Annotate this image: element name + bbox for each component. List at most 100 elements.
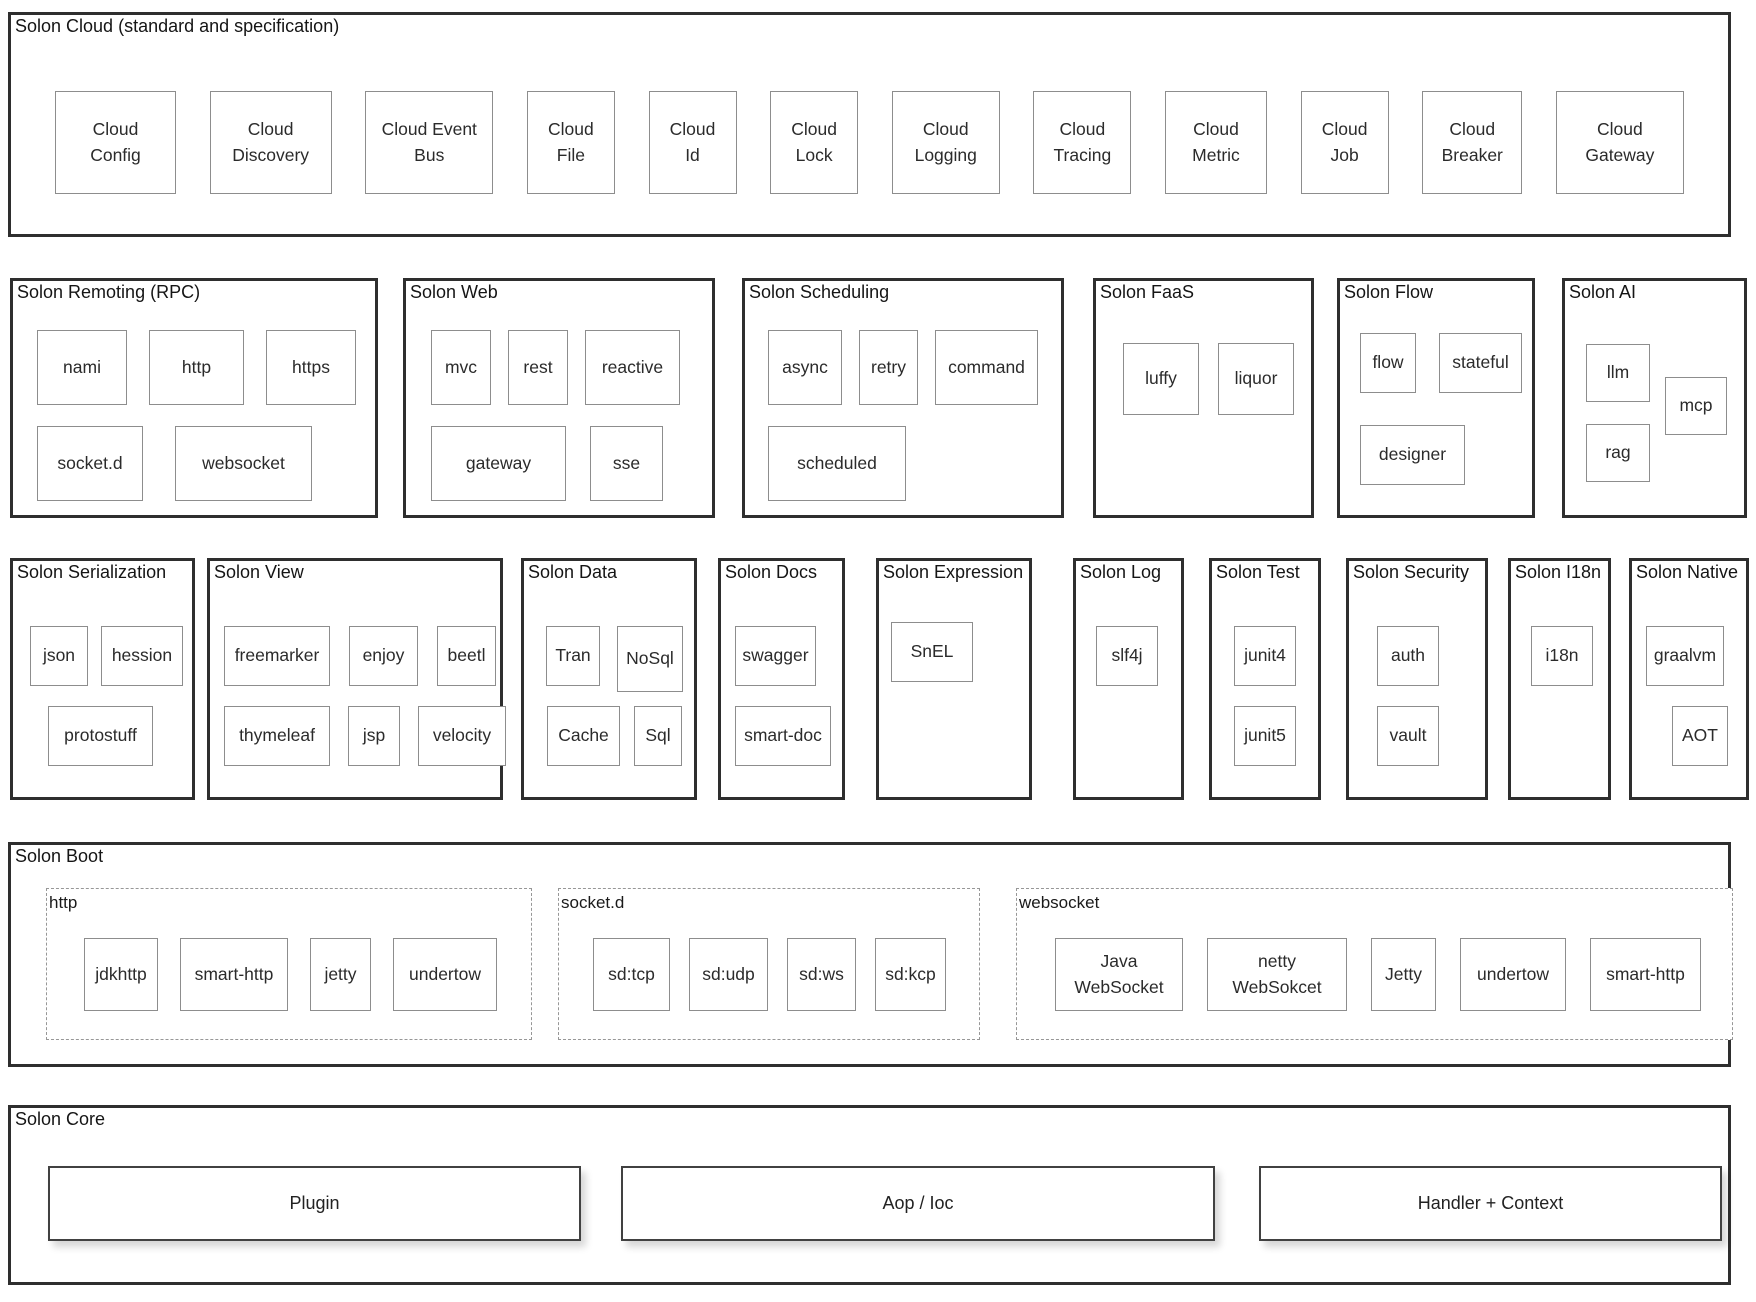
module-swagger: swagger xyxy=(735,626,816,686)
module-beetl: beetl xyxy=(437,626,496,686)
section-solon-cloud: Solon Cloud (standard and specification)… xyxy=(8,12,1731,237)
section-title: Solon Security xyxy=(1353,562,1470,582)
section-solon-web: Solon Web mvc rest reactive gateway sse xyxy=(403,278,715,518)
module-json: json xyxy=(30,626,88,686)
module-cloud-event-bus: Cloud Event Bus xyxy=(365,91,494,194)
module-thymeleaf: thymeleaf xyxy=(224,706,330,766)
boot-socketd-items: sd:tcp sd:udp sd:ws sd:kcp xyxy=(593,938,946,1011)
module-stateful: stateful xyxy=(1439,333,1522,393)
module-junit4: junit4 xyxy=(1234,626,1296,686)
section-solon-test: Solon Test junit4 junit5 xyxy=(1209,558,1321,800)
module-snel: SnEL xyxy=(891,622,973,682)
section-solon-native: Solon Native graalvm AOT xyxy=(1629,558,1749,800)
module-gateway: gateway xyxy=(431,426,566,501)
module-slf4j: slf4j xyxy=(1096,626,1158,686)
section-title: Solon Docs xyxy=(725,562,818,582)
module-scheduled: scheduled xyxy=(768,426,906,501)
module-undertow: undertow xyxy=(393,938,497,1011)
boot-group-title: http xyxy=(49,893,78,912)
module-cloud-gateway: Cloud Gateway xyxy=(1555,91,1684,194)
module-cloud-discovery: Cloud Discovery xyxy=(209,91,332,194)
module-java-websocket: Java WebSocket xyxy=(1055,938,1183,1011)
section-title: Solon FaaS xyxy=(1100,282,1195,302)
boot-websocket-items: Java WebSocket netty WebSokcet Jetty und… xyxy=(1055,938,1701,1011)
scheduling-row-1: async retry command xyxy=(768,330,1038,405)
section-solon-log: Solon Log slf4j xyxy=(1073,558,1184,800)
data-row-2: Cache Sql xyxy=(547,706,682,766)
boot-group-websocket: websocket Java WebSocket netty WebSokcet… xyxy=(1016,888,1733,1040)
module-auth: auth xyxy=(1377,626,1439,686)
section-title: Solon Scheduling xyxy=(749,282,890,302)
module-async: async xyxy=(768,330,842,405)
section-title: Solon Core xyxy=(15,1109,106,1129)
section-title: Solon I18n xyxy=(1515,562,1602,582)
boot-group-http: http jdkhttp smart-http jetty undertow xyxy=(46,888,532,1040)
module-freemarker: freemarker xyxy=(224,626,330,686)
section-solon-expression: Solon Expression SnEL xyxy=(876,558,1032,800)
view-row-2: thymeleaf jsp velocity xyxy=(224,706,506,766)
module-enjoy: enjoy xyxy=(349,626,418,686)
section-solon-docs: Solon Docs swagger smart-doc xyxy=(718,558,845,800)
module-mvc: mvc xyxy=(431,330,491,405)
boot-http-items: jdkhttp smart-http jetty undertow xyxy=(84,938,497,1011)
module-liquor: liquor xyxy=(1218,343,1294,415)
test-row-1: junit4 xyxy=(1234,626,1296,686)
module-cache: Cache xyxy=(547,706,620,766)
module-graalvm: graalvm xyxy=(1646,626,1724,686)
module-command: command xyxy=(935,330,1038,405)
boot-group-title: socket.d xyxy=(561,893,625,912)
module-velocity: velocity xyxy=(418,706,506,766)
section-title: Solon View xyxy=(214,562,304,582)
i18n-row-1: i18n xyxy=(1531,626,1593,686)
section-title: Solon Flow xyxy=(1344,282,1434,302)
module-sd-ws: sd:ws xyxy=(787,938,856,1011)
section-title: Solon Boot xyxy=(15,846,104,866)
security-row-1: auth xyxy=(1377,626,1439,686)
module-plugin: Plugin xyxy=(48,1166,581,1241)
serialization-row-1: json hession xyxy=(30,626,183,686)
section-title: Solon Web xyxy=(410,282,498,302)
faas-row-1: luffy liquor xyxy=(1123,343,1294,415)
module-llm: llm xyxy=(1586,344,1650,402)
module-jetty-ws: Jetty xyxy=(1371,938,1436,1011)
docs-row-2: smart-doc xyxy=(735,706,831,766)
module-designer: designer xyxy=(1360,425,1465,485)
section-title: Solon Remoting (RPC) xyxy=(17,282,201,302)
module-http: http xyxy=(149,330,244,405)
section-title: Solon Serialization xyxy=(17,562,167,582)
section-solon-remoting: Solon Remoting (RPC) nami http https soc… xyxy=(10,278,378,518)
module-netty-websocket: netty WebSokcet xyxy=(1207,938,1347,1011)
module-retry: retry xyxy=(859,330,918,405)
native-row-1: graalvm xyxy=(1646,626,1724,686)
remoting-row-2: socket.d websocket xyxy=(37,426,312,501)
module-hession: hession xyxy=(101,626,183,686)
module-sd-tcp: sd:tcp xyxy=(593,938,670,1011)
native-row-2: AOT xyxy=(1672,706,1728,766)
module-cloud-job: Cloud Job xyxy=(1300,91,1389,194)
module-smart-doc: smart-doc xyxy=(735,706,831,766)
section-title: Solon Cloud (standard and specification) xyxy=(15,16,340,36)
section-title: Solon Data xyxy=(528,562,618,582)
test-row-2: junit5 xyxy=(1234,706,1296,766)
remoting-row-1: nami http https xyxy=(37,330,356,405)
module-sse: sse xyxy=(590,426,663,501)
section-solon-core: Solon Core Plugin Aop / Ioc Handler + Co… xyxy=(8,1105,1731,1285)
section-title: Solon Native xyxy=(1636,562,1739,582)
section-title: Solon Expression xyxy=(883,562,1024,582)
section-solon-faas: Solon FaaS luffy liquor xyxy=(1093,278,1314,518)
module-websocket: websocket xyxy=(175,426,312,501)
module-cloud-config: Cloud Config xyxy=(55,91,176,194)
docs-row-1: swagger xyxy=(735,626,816,686)
section-solon-data: Solon Data Tran NoSql Cache Sql xyxy=(521,558,697,800)
module-cloud-id: Cloud Id xyxy=(648,91,737,194)
section-title: Solon Log xyxy=(1080,562,1162,582)
section-solon-scheduling: Solon Scheduling async retry command sch… xyxy=(742,278,1064,518)
scheduling-row-2: scheduled xyxy=(768,426,906,501)
flow-row-2: designer xyxy=(1360,425,1465,485)
module-rest: rest xyxy=(508,330,568,405)
module-junit5: junit5 xyxy=(1234,706,1296,766)
module-nosql: NoSql xyxy=(617,626,683,692)
section-solon-flow: Solon Flow flow stateful designer xyxy=(1337,278,1535,518)
module-jsp: jsp xyxy=(348,706,400,766)
module-handler-context: Handler + Context xyxy=(1259,1166,1722,1241)
